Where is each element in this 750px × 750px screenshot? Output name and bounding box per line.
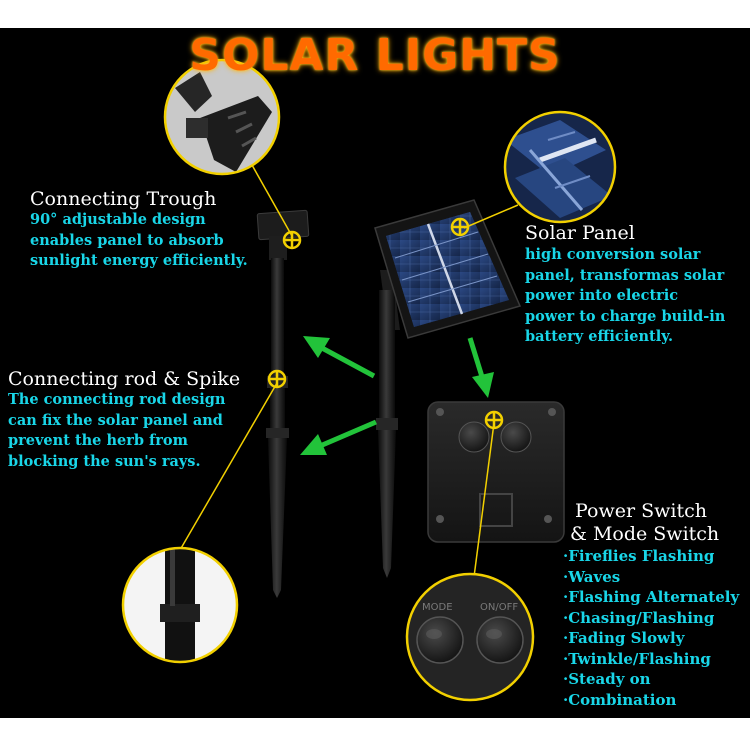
- switch-heading-line2: & Mode Switch: [570, 523, 720, 545]
- crosshair-markers: [267, 217, 504, 430]
- button-zoom-circle: MODE ON/OFF: [405, 572, 535, 702]
- rod-description: The connecting rod design can fix the so…: [8, 390, 225, 472]
- mode-button-label: MODE: [422, 602, 453, 613]
- description-line: prevent the herb from: [8, 432, 188, 449]
- description-line: panel, transformas solar: [525, 266, 725, 284]
- switch-heading-line1: Power Switch: [575, 500, 707, 522]
- mode-item: ·Fireflies Flashing: [563, 547, 715, 565]
- description-line: can fix the solar panel and: [8, 411, 223, 429]
- panel-heading: Solar Panel: [525, 222, 635, 244]
- description-line: sunlight energy efficiently.: [30, 252, 248, 269]
- crosshair-icon: [282, 230, 302, 250]
- mode-list: ·Fireflies Flashing ·Waves ·Flashing Alt…: [563, 546, 739, 710]
- mode-item: ·Waves: [563, 567, 621, 586]
- switch-box: [427, 401, 565, 543]
- description-line: enables panel to absorb: [30, 231, 224, 249]
- center-stake: [376, 270, 400, 578]
- description-line: high conversion solar: [525, 246, 701, 263]
- crosshair-icon: [267, 369, 287, 389]
- trough-description: 90° adjustable design enables panel to a…: [30, 210, 248, 272]
- spike-zoom-circle: [121, 546, 239, 664]
- trough-heading: Connecting Trough: [30, 188, 217, 210]
- panel-description: high conversion solar panel, transformas…: [525, 245, 725, 348]
- mode-item: ·Fading Slowly: [563, 629, 685, 647]
- description-line: power to charge build-in: [525, 307, 726, 325]
- panel-zoom-circle: [503, 110, 617, 224]
- description-line: The connecting rod design: [8, 391, 226, 408]
- mode-item: ·Chasing/Flashing: [563, 608, 715, 627]
- page-title: SOLAR LIGHTS: [189, 30, 561, 81]
- description-line: battery efficiently.: [525, 328, 674, 345]
- rod-heading: Connecting rod & Spike: [8, 368, 241, 390]
- mode-item: ·Flashing Alternately: [563, 588, 740, 606]
- onoff-button-label: ON/OFF: [480, 602, 518, 613]
- description-line: 90° adjustable design: [30, 211, 206, 228]
- solar-panel: [374, 199, 522, 339]
- trough-zoom-circle: [163, 58, 281, 176]
- crosshair-icon: [484, 410, 504, 430]
- mode-item: ·Twinkle/Flashing: [563, 649, 711, 668]
- mode-item: ·Combination: [563, 690, 677, 709]
- mode-item: ·Steady on: [563, 670, 651, 688]
- description-line: power into electric: [525, 287, 679, 304]
- callout-leaders: [179, 164, 519, 578]
- description-line: blocking the sun's rays.: [8, 452, 201, 470]
- crosshair-icon: [450, 217, 470, 237]
- green-arrows: [300, 336, 494, 455]
